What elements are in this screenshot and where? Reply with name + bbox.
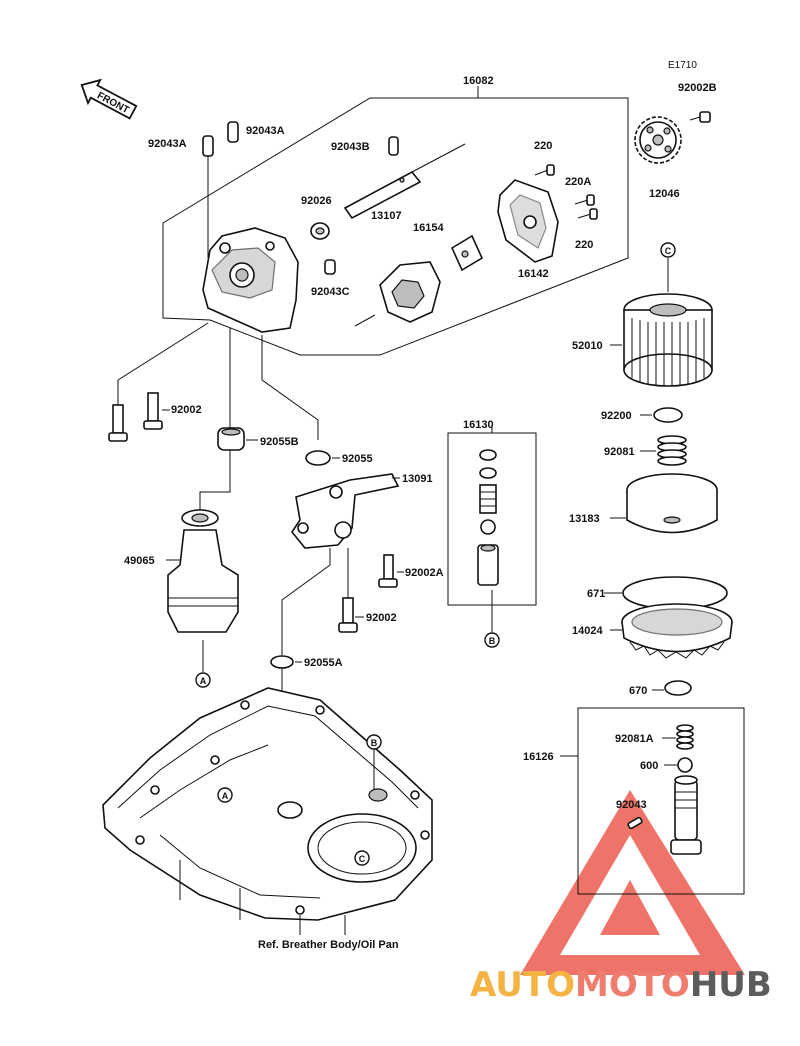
watermark-triangle [520, 790, 745, 975]
label-220-2: 220 [575, 239, 593, 251]
screw-220A [574, 194, 595, 206]
oil-strainer-49065 [167, 450, 239, 672]
screw-220-bottom [577, 208, 598, 220]
svg-text:A: A [200, 676, 207, 686]
dowel-pin-92043B [388, 136, 399, 156]
svg-text:AUTOMOTOHUB: AUTOMOTOHUB [470, 965, 772, 1005]
pump-sprocket-12046 [634, 116, 682, 164]
label-92200: 92200 [601, 410, 632, 422]
label-14024: 14024 [572, 625, 603, 637]
label-220A: 220A [565, 176, 591, 188]
bolt-92002-left-b [143, 392, 163, 430]
label-671: 671 [587, 588, 605, 600]
screw-220-top [534, 164, 555, 176]
label-92026: 92026 [301, 195, 332, 207]
watermark-logo: AUTOMOTOHUB [470, 965, 772, 1005]
dowel-pin-92043A-left [202, 135, 214, 258]
dowel-pin-92043A-right [227, 121, 239, 143]
label-16142: 16142 [518, 268, 549, 280]
label-13107: 13107 [371, 210, 402, 222]
label-16126: 16126 [523, 751, 554, 763]
o-ring-670 [664, 680, 692, 696]
label-92002-1: 92002 [171, 404, 202, 416]
oil-pipe-13091 [291, 473, 400, 549]
label-49065: 49065 [124, 555, 155, 567]
spring-92081 [657, 435, 687, 466]
o-ring-92055 [305, 450, 331, 466]
bolt-92002B [689, 111, 711, 123]
bolt-92002A [378, 554, 404, 588]
label-12046: 12046 [649, 188, 680, 200]
label-92002A: 92002A [405, 567, 444, 579]
label-600: 600 [640, 760, 658, 772]
washer-92200 [653, 407, 683, 423]
callout-C-pan: C [354, 850, 370, 866]
bolt-92002-left-a [108, 404, 128, 442]
label-13183: 13183 [569, 513, 600, 525]
relief-valve-16130 [477, 449, 499, 632]
svg-text:C: C [665, 246, 672, 256]
filter-cover-14024 [621, 603, 733, 659]
spring-92081A [676, 724, 694, 750]
label-16082: 16082 [463, 75, 494, 87]
filter-cup-13183 [626, 473, 718, 534]
label-92081: 92081 [604, 446, 635, 458]
oil-filter-52010 [623, 258, 713, 387]
bypass-valve-16126 [627, 724, 702, 855]
callout-A-pan: A [217, 787, 233, 803]
diagram-code: E1710 [668, 60, 697, 71]
pin-92043 [627, 816, 643, 830]
label-92081A: 92081A [615, 733, 654, 745]
svg-text:B: B [489, 636, 496, 646]
label-92043B: 92043B [331, 141, 370, 153]
svg-text:B: B [371, 738, 378, 748]
svg-text:C: C [359, 854, 366, 864]
pump-cover-16142 [497, 179, 559, 263]
label-670: 670 [629, 685, 647, 697]
o-ring-92055A [270, 655, 294, 669]
grommet-92055B [217, 427, 245, 451]
oil-pump-assembly-frame [162, 97, 629, 356]
label-92043A-1: 92043A [148, 138, 187, 150]
footer-reference-label: Ref. Breather Body/Oil Pan [258, 939, 399, 951]
label-92043: 92043 [616, 799, 647, 811]
label-92055B: 92055B [260, 436, 299, 448]
bolt-92002-middle [338, 548, 364, 633]
oil-pump-body [202, 227, 299, 333]
front-arrow-icon: FRONT [80, 78, 138, 120]
callout-C-filter: C [660, 242, 676, 258]
pump-shaft-13107 [343, 143, 466, 220]
label-16130: 16130 [463, 419, 494, 431]
label-92043C: 92043C [311, 286, 350, 298]
dowel-pin-92043C [324, 259, 336, 275]
label-92002B: 92002B [678, 82, 717, 94]
label-92002-2: 92002 [366, 612, 397, 624]
label-16154: 16154 [413, 222, 444, 234]
pump-rotor-16154 [354, 234, 484, 327]
label-92055A: 92055A [304, 657, 343, 669]
callout-A-strainer: A [195, 672, 211, 688]
label-92055: 92055 [342, 453, 373, 465]
svg-text:A: A [222, 791, 229, 801]
label-13091: 13091 [402, 473, 433, 485]
label-220-1: 220 [534, 140, 552, 152]
oil-pan [102, 687, 433, 935]
ball-600 [677, 757, 693, 773]
label-52010: 52010 [572, 340, 603, 352]
callout-B-pan: B [366, 734, 382, 790]
bypass-valve-16126-frame [577, 707, 745, 895]
label-92043A-2: 92043A [246, 125, 285, 137]
callout-B-relief: B [484, 632, 500, 648]
